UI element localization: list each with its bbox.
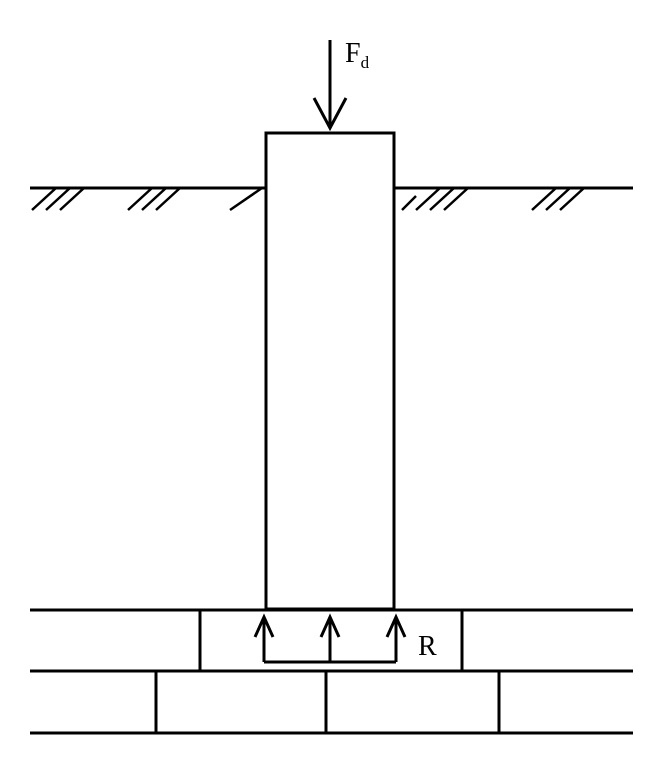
load-label: Fd bbox=[345, 38, 370, 72]
load-arrow bbox=[312, 40, 348, 132]
pile bbox=[264, 131, 396, 611]
load-label-main: F bbox=[345, 38, 361, 69]
load-label-subscript: d bbox=[361, 53, 370, 72]
reaction-label: R bbox=[418, 631, 437, 662]
reaction-arrows bbox=[253, 613, 407, 664]
soil-hatching bbox=[31, 186, 585, 212]
bearing-strata bbox=[30, 608, 633, 735]
